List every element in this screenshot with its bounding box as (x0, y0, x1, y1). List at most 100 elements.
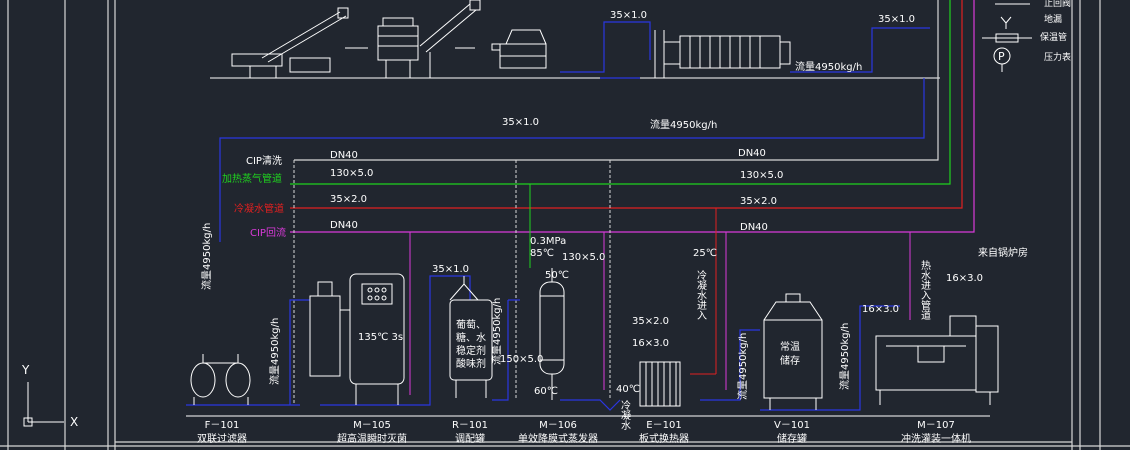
hot-water-in-label: 热水进入管道 (919, 259, 931, 320)
r101-content-3: 稳定剂 (456, 344, 486, 357)
bottom-product-line (186, 275, 900, 411)
legend: 止回阀 地漏 保温管 P 压力表 (982, 0, 1071, 72)
cip-wash-label: CIP清洗 (246, 154, 282, 167)
cooling-header (290, 0, 963, 209)
legend-pressure-label: 压力表 (1044, 51, 1071, 63)
process-annotations: 135℃ 3s 0.3MPa 85℃ 50℃ 60℃ 25℃ 40℃ 来自锅炉房… (358, 236, 1028, 430)
spec-130x5-a: 130×5.0 (330, 168, 373, 179)
flow-top-right: 流量4950kg/h (795, 60, 862, 73)
pressure-label: 0.3MPa (530, 236, 566, 247)
uht-temp-label: 135℃ 3s (358, 332, 403, 343)
spec-150x5: 150×5.0 (500, 354, 543, 365)
spec-35x2-c: 35×2.0 (632, 316, 669, 327)
equipment-m107-name: 冲洗灌装一体机 (901, 432, 971, 445)
insulated-pipe-icon (982, 33, 1032, 43)
ucs-y-label: Y (21, 363, 30, 377)
spec-35x1-mid: 35×1.0 (502, 117, 539, 128)
r101-content-1: 葡萄、 (456, 318, 486, 331)
crusher (491, 29, 547, 69)
boiler-label: 来自锅炉房 (978, 246, 1028, 259)
equipment-v101-name: 储存罐 (777, 432, 807, 445)
filter-press (654, 30, 791, 78)
spec-16x3-a: 16×3.0 (632, 338, 669, 349)
spec-130x5-b: 130×5.0 (740, 170, 783, 181)
v101-content-2: 储存 (780, 354, 800, 367)
spec-35x2-a: 35×2.0 (330, 194, 367, 205)
equipment-m106-name: 单效降膜式蒸发器 (518, 432, 598, 445)
temp-25-label: 25℃ (693, 248, 717, 259)
legend-check-valve-label: 止回阀 (1044, 0, 1071, 9)
flow-vertical-f101: 流量4950kg/h (268, 318, 281, 385)
pressure-gauge-icon: P (993, 47, 1011, 72)
filling-machine-m107 (875, 315, 999, 405)
pipe-legend-labels: CIP清洗 加热蒸气管道 冷凝水管道 CIP回流 (222, 154, 286, 239)
equipment-e101-name: 板式换热器 (639, 432, 689, 445)
equipment-e101: E－101 板式换热器 (639, 420, 689, 445)
storage-tank-v101 (763, 293, 823, 410)
spec-35x2-b: 35×2.0 (740, 196, 777, 207)
product-header-top (219, 78, 925, 242)
flow-vertical-b101: 流量4950kg/h (736, 333, 749, 400)
twin-filter-f101 (190, 354, 251, 405)
cooling-in-label: 冷凝水进入 (695, 269, 707, 320)
temp-50-label: 50℃ (545, 270, 569, 281)
floor-drain-icon (1000, 16, 1012, 29)
cip-wash-header (294, 0, 939, 161)
equipment-r101-code: R－101 (452, 420, 488, 431)
cip-return-label: CIP回流 (250, 226, 286, 239)
elevator-conveyor-1 (231, 7, 349, 78)
dn40-a: DN40 (330, 150, 358, 161)
flow-labels: 流量4950kg/h 流量4950kg/h 流量4950kg/h 流量4950k… (200, 60, 862, 400)
top-equipment (210, 0, 940, 79)
steam-label: 加热蒸气管道 (222, 172, 282, 185)
spec-35x1-right: 35×1.0 (878, 14, 915, 25)
spec-35x1-r101: 35×1.0 (432, 264, 469, 275)
elevator-conveyor-2 (419, 0, 481, 78)
plate-heat-exchanger-e101 (639, 361, 681, 407)
r101-content-4: 酸味剂 (456, 357, 486, 370)
equipment-m106: M－106 单效降膜式蒸发器 (518, 420, 598, 445)
temp-40-label: 40℃ (616, 384, 640, 395)
temp-60-label: 60℃ (534, 386, 558, 397)
equipment-e101-code: E－101 (646, 420, 681, 431)
vertical-risers (293, 160, 911, 405)
steam-header (290, 0, 951, 185)
equipment-m105-name: 超高温瞬时灭菌 (337, 432, 407, 445)
equipment-m106-code: M－106 (539, 420, 577, 431)
ucs-x-label: X (70, 415, 78, 429)
svg-text:P: P (998, 50, 1005, 63)
dn40-b: DN40 (738, 148, 766, 159)
dn40-c: DN40 (330, 220, 358, 231)
washing-machine (377, 17, 419, 78)
equipment-f101-name: 双联过滤器 (197, 432, 247, 445)
equipment-m105-code: M－105 (353, 420, 391, 431)
flow-vertical-r101: 流量4950kg/h (490, 298, 503, 365)
equipment-symbols (190, 268, 999, 410)
equipment-r101-name: 调配罐 (455, 432, 485, 445)
equipment-label-row: F－101 双联过滤器 M－105 超高温瞬时灭菌 R－101 调配罐 M－10… (186, 415, 990, 445)
legend-insulated-label: 保温管 (1040, 31, 1067, 43)
equipment-v101: V－101 储存罐 (774, 420, 810, 445)
equipment-f101-code: F－101 (205, 420, 240, 431)
spec-16x3-c: 16×3.0 (946, 273, 983, 284)
cooling-label: 冷凝水管道 (234, 202, 284, 215)
flow-vertical-left: 流量4950kg/h (200, 223, 213, 290)
cip-return-header (290, 0, 975, 233)
cooling-water-label: 冷凝水 (619, 399, 631, 430)
v101-content-1: 常温 (780, 340, 800, 353)
uht-sterilizer-m105 (309, 273, 405, 405)
legend-floor-drain-label: 地漏 (1044, 13, 1062, 25)
r101-content-2: 糖、水 (456, 331, 486, 344)
equipment-f101: F－101 双联过滤器 (197, 420, 247, 445)
spec-130x5-c: 130×5.0 (562, 252, 605, 263)
equipment-m107: M－107 冲洗灌装一体机 (901, 420, 971, 445)
spec-35x1-top: 35×1.0 (610, 10, 647, 21)
flow-mid: 流量4950kg/h (650, 118, 717, 131)
mixing-tank-r101 (449, 276, 493, 398)
ucs-axis-icon: Y X (21, 363, 78, 429)
equipment-v101-code: V－101 (774, 420, 810, 431)
spec-labels: 35×1.0 35×1.0 35×1.0 35×1.0 130×5.0 130×… (330, 10, 983, 365)
spec-16x3-b: 16×3.0 (862, 304, 899, 315)
equipment-m105: M－105 超高温瞬时灭菌 (337, 420, 407, 445)
